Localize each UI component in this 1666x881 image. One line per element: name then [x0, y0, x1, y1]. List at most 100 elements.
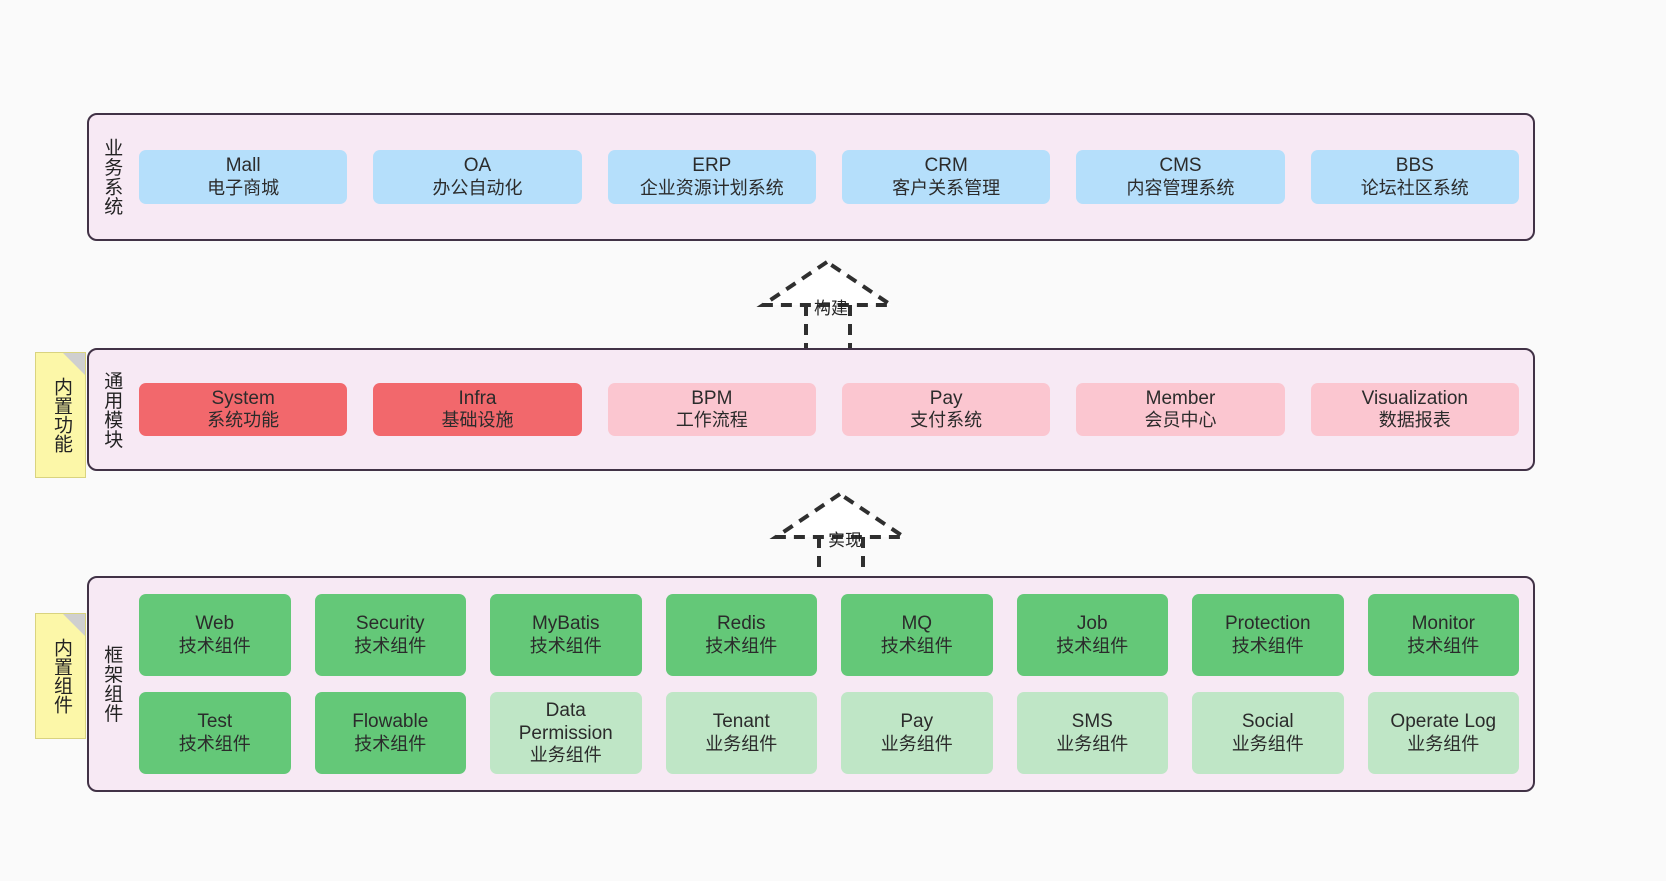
- card-title: Test: [197, 711, 233, 733]
- card-subtitle: 业务组件: [1056, 733, 1129, 754]
- connector-build-label: 构建: [814, 299, 848, 318]
- layer-title-common-modules: 通用模块: [101, 370, 123, 449]
- card-erp[interactable]: ERP 企业资源计划系统: [607, 150, 816, 204]
- layer-body-business-system: Mall 电子商城 OA 办公自动化 ERP 企业资源计划系统 CRM 客户关系…: [133, 115, 1533, 239]
- note-text: 内置功能: [50, 377, 72, 453]
- card-data-permission[interactable]: Data Permission 业务组件: [490, 692, 642, 774]
- card-mall[interactable]: Mall 电子商城: [139, 150, 348, 204]
- card-subtitle: 技术组件: [705, 635, 778, 656]
- connector-implement: [768, 487, 918, 572]
- card-title: Operate Log: [1390, 711, 1497, 733]
- card-title: Member: [1145, 387, 1216, 409]
- card-title: Redis: [716, 613, 766, 635]
- card-mybatis[interactable]: MyBatis 技术组件: [490, 594, 642, 676]
- folded-corner-icon: [63, 353, 85, 375]
- card-mq[interactable]: MQ 技术组件: [841, 594, 993, 676]
- card-title: Monitor: [1411, 613, 1475, 635]
- card-title: Pay: [929, 387, 963, 409]
- card-subtitle: 工作流程: [675, 410, 748, 431]
- card-visualization[interactable]: Visualization 数据报表: [1310, 382, 1519, 437]
- card-pay[interactable]: Pay 支付系统: [841, 382, 1051, 437]
- card-security[interactable]: Security 技术组件: [314, 594, 466, 676]
- card-subtitle: 业务组件: [1407, 733, 1480, 754]
- card-subtitle: 技术组件: [178, 635, 251, 656]
- card-operate-log[interactable]: Operate Log 业务组件: [1367, 692, 1519, 774]
- layer-title-framework-components: 框架组件: [101, 645, 123, 723]
- card-title: Visualization: [1361, 387, 1468, 409]
- card-subtitle: 技术组件: [1231, 635, 1304, 656]
- note-text: 内置组件: [50, 638, 72, 714]
- card-subtitle: 业务组件: [705, 733, 778, 754]
- card-subtitle: 技术组件: [529, 635, 602, 656]
- card-row: Web 技术组件 Security 技术组件 MyBatis 技术组件 Redi…: [139, 594, 1519, 676]
- card-member[interactable]: Member 会员中心: [1076, 382, 1285, 437]
- card-subtitle: 业务组件: [880, 733, 953, 754]
- card-bbs[interactable]: BBS 论坛社区系统: [1310, 150, 1519, 204]
- layer-body-common-modules: System 系统功能 Infra 基础设施 BPM 工作流程 Pay 支付系统…: [133, 350, 1533, 469]
- card-title: Tenant: [712, 711, 770, 733]
- card-title: System: [211, 387, 275, 409]
- card-web[interactable]: Web 技术组件: [139, 594, 291, 676]
- card-subtitle: 技术组件: [880, 635, 953, 656]
- card-subtitle: 技术组件: [178, 733, 251, 754]
- card-row: Mall 电子商城 OA 办公自动化 ERP 企业资源计划系统 CRM 客户关系…: [139, 150, 1519, 204]
- generalization-arrow-icon: [769, 491, 911, 572]
- connector-implement-label: 实现: [828, 531, 862, 550]
- layer-common-modules[interactable]: 通用模块 System 系统功能 Infra 基础设施 BPM 工作流程 Pay…: [87, 348, 1535, 471]
- card-bpm[interactable]: BPM 工作流程: [607, 382, 816, 437]
- connector-build: [755, 255, 905, 350]
- card-infra[interactable]: Infra 基础设施: [373, 382, 582, 437]
- card-system[interactable]: System 系统功能: [139, 382, 348, 437]
- layer-body-framework-components: Web 技术组件 Security 技术组件 MyBatis 技术组件 Redi…: [133, 578, 1533, 790]
- card-subtitle: 办公自动化: [432, 177, 523, 198]
- card-subtitle: 技术组件: [354, 733, 427, 754]
- card-subtitle: 技术组件: [354, 635, 427, 656]
- layer-business-system[interactable]: 业务系统 Mall 电子商城 OA 办公自动化 ERP 企业资源计划系统 CRM…: [87, 113, 1535, 241]
- generalization-arrow-icon: [756, 259, 898, 350]
- layer-title-business-system: 业务系统: [101, 138, 123, 216]
- card-subtitle: 客户关系管理: [892, 177, 1001, 198]
- card-subtitle: 系统功能: [207, 410, 280, 431]
- card-test[interactable]: Test 技术组件: [139, 692, 291, 774]
- card-title: OA: [463, 155, 492, 177]
- layer-framework-components[interactable]: 框架组件 Web 技术组件 Security 技术组件 MyBatis 技术组件…: [87, 576, 1535, 792]
- folded-corner-icon: [63, 614, 85, 636]
- card-subtitle: 业务组件: [529, 745, 602, 766]
- card-title: MQ: [901, 613, 933, 635]
- card-pay-business[interactable]: Pay 业务组件: [841, 692, 993, 774]
- card-title: Infra: [458, 387, 497, 409]
- card-sms[interactable]: SMS 业务组件: [1016, 692, 1168, 774]
- card-oa[interactable]: OA 办公自动化: [373, 150, 582, 204]
- card-title: Protection: [1224, 613, 1311, 635]
- card-flowable[interactable]: Flowable 技术组件: [314, 692, 466, 774]
- card-title: BPM: [691, 387, 733, 409]
- card-subtitle: 电子商城: [207, 177, 280, 198]
- card-subtitle: 内容管理系统: [1126, 177, 1235, 198]
- card-title: MyBatis: [531, 613, 600, 635]
- card-subtitle: 技术组件: [1056, 635, 1129, 656]
- note-builtin-component[interactable]: 内置组件: [35, 613, 86, 739]
- card-title: Mall: [225, 155, 261, 177]
- card-subtitle: 会员中心: [1144, 410, 1217, 431]
- card-crm[interactable]: CRM 客户关系管理: [841, 150, 1051, 204]
- card-title: Data Permission: [518, 699, 613, 745]
- card-row: Test 技术组件 Flowable 技术组件 Data Permission …: [139, 692, 1519, 774]
- card-title: CMS: [1159, 155, 1202, 177]
- card-monitor[interactable]: Monitor 技术组件: [1367, 594, 1519, 676]
- note-builtin-function[interactable]: 内置功能: [35, 352, 86, 478]
- card-title: Web: [195, 613, 235, 635]
- card-title: Social: [1241, 711, 1294, 733]
- card-cms[interactable]: CMS 内容管理系统: [1076, 150, 1285, 204]
- card-title: Security: [355, 613, 425, 635]
- card-subtitle: 业务组件: [1231, 733, 1304, 754]
- card-title: ERP: [692, 155, 732, 177]
- card-redis[interactable]: Redis 技术组件: [665, 594, 817, 676]
- card-tenant[interactable]: Tenant 业务组件: [665, 692, 817, 774]
- card-row: System 系统功能 Infra 基础设施 BPM 工作流程 Pay 支付系统…: [139, 382, 1519, 437]
- card-protection[interactable]: Protection 技术组件: [1192, 594, 1344, 676]
- card-subtitle: 基础设施: [441, 410, 514, 431]
- card-social[interactable]: Social 业务组件: [1192, 692, 1344, 774]
- card-job[interactable]: Job 技术组件: [1016, 594, 1168, 676]
- card-subtitle: 数据报表: [1378, 410, 1451, 431]
